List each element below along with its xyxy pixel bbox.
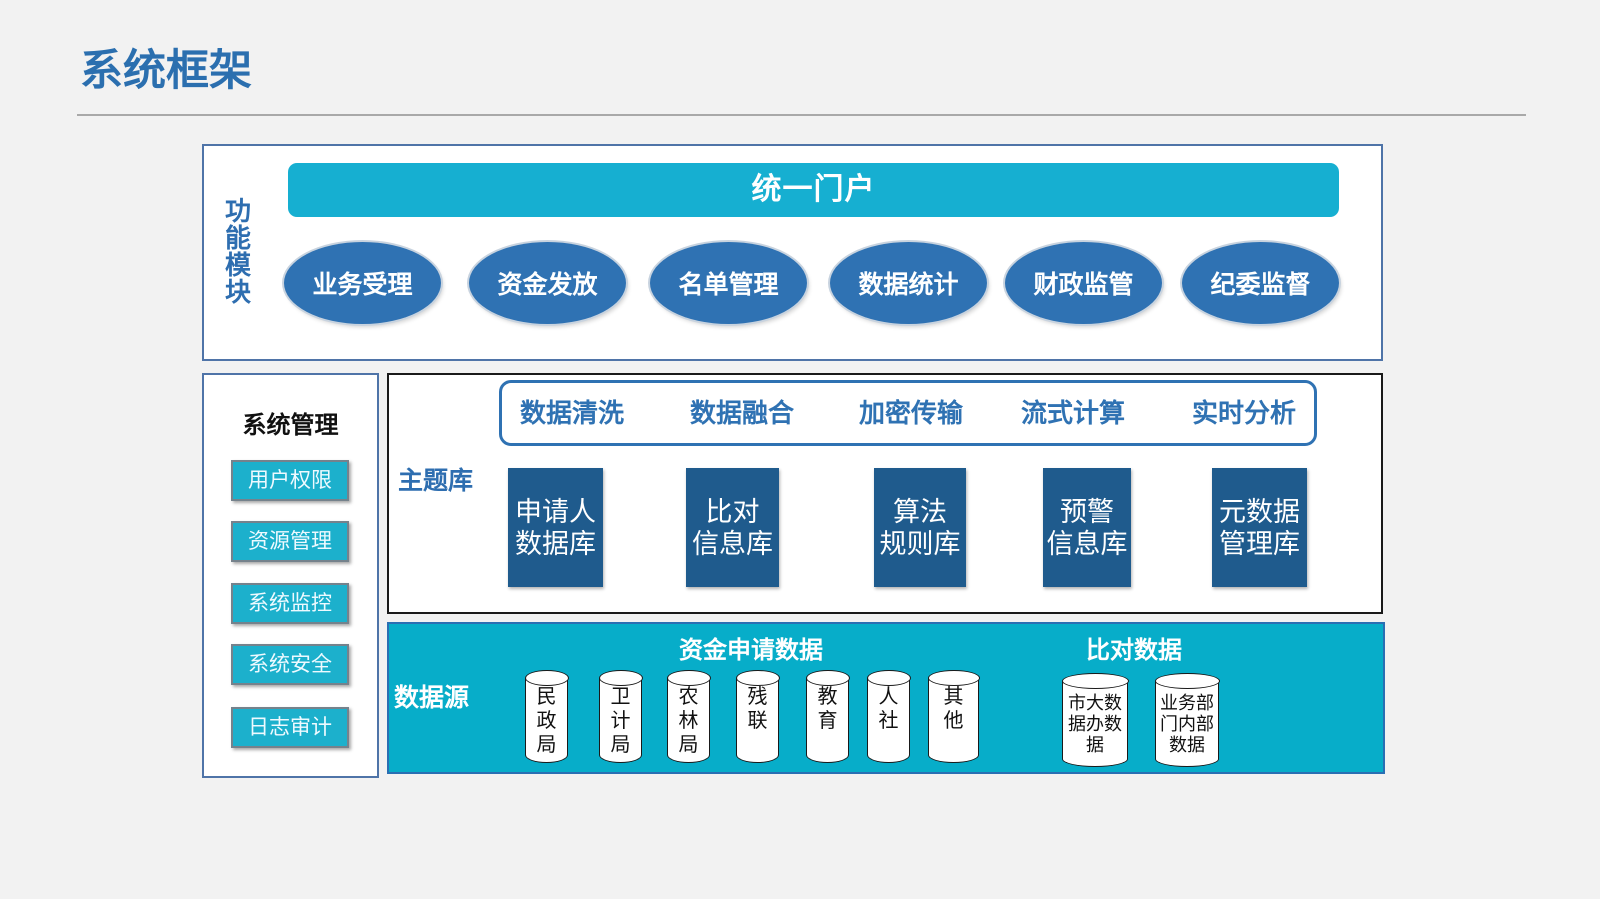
source-label: 民政局: [536, 686, 557, 756]
db-label-line: 算法: [893, 496, 947, 527]
source-label: 人社: [878, 686, 899, 732]
mgmt-item-system-monitoring: 系统监控: [231, 583, 349, 624]
data-source-layer-label: 数据源: [394, 684, 470, 712]
title-divider: [77, 114, 1526, 116]
group-title-comparison: 比对数据: [1086, 637, 1182, 664]
db-label-line: 规则库: [879, 528, 961, 559]
function-layer-label: 功能模块: [224, 196, 251, 307]
page-title: 系统框架: [80, 47, 252, 95]
process-data-fusion: 数据融合: [689, 398, 794, 428]
data-source-layer-box: 数据源 资金申请数据 比对数据 民政局 卫计局 农林局 残联 教育 人社 其他 …: [387, 622, 1385, 774]
db-label-line: 信息库: [1046, 528, 1128, 559]
source-label: 卫计局: [610, 686, 631, 756]
db-applicant: 申请人 数据库: [508, 468, 603, 587]
module-business-acceptance: 业务受理: [284, 242, 441, 324]
module-fund-disbursement: 资金发放: [469, 242, 626, 324]
system-management-title: 系统管理: [242, 412, 339, 439]
process-stream-computing: 流式计算: [1020, 398, 1125, 428]
theme-layer-box: 数据清洗 数据融合 加密传输 流式计算 实时分析 主题库 申请人 数据库 比对 …: [387, 373, 1383, 614]
mgmt-item-resource-management: 资源管理: [231, 521, 349, 562]
module-discipline-supervision: 纪委监督: [1182, 242, 1339, 324]
source-label: 市大数据办数据: [1067, 693, 1122, 755]
source-label: 残联: [747, 686, 768, 732]
module-finance-supervision: 财政监管: [1005, 242, 1162, 324]
processing-bar: 数据清洗 数据融合 加密传输 流式计算 实时分析: [499, 380, 1317, 446]
process-realtime-analysis: 实时分析: [1191, 398, 1296, 428]
source-agriculture-forestry-bureau: 农林局: [666, 670, 711, 763]
source-civil-affairs-bureau: 民政局: [524, 670, 569, 763]
unified-portal-banner: 统一门户: [288, 163, 1339, 217]
source-internal-department-data: 业务部门内部数据: [1154, 673, 1220, 767]
source-label: 教育: [817, 686, 838, 732]
db-metadata-management: 元数据 管理库: [1212, 468, 1307, 587]
db-label-line: 管理库: [1219, 528, 1300, 559]
source-label: 其他: [943, 686, 964, 732]
module-data-statistics: 数据统计: [830, 242, 987, 324]
process-encrypted-transfer: 加密传输: [858, 398, 963, 428]
source-education: 教育: [805, 670, 850, 763]
system-management-panel: 系统管理 用户权限 资源管理 系统监控 系统安全 日志审计: [202, 373, 379, 778]
source-other: 其他: [927, 670, 980, 763]
db-warning-info: 预警 信息库: [1043, 468, 1131, 587]
mgmt-item-user-permissions: 用户权限: [231, 460, 349, 501]
db-label-line: 比对: [705, 496, 760, 527]
db-algorithm-rules: 算法 规则库: [874, 468, 966, 587]
mgmt-item-system-security: 系统安全: [231, 644, 349, 685]
source-label: 业务部门内部数据: [1159, 693, 1214, 755]
db-label-line: 预警: [1060, 496, 1114, 527]
source-health-bureau: 卫计局: [598, 670, 643, 763]
module-list-management: 名单管理: [650, 242, 807, 324]
source-label: 农林局: [678, 686, 699, 756]
process-data-cleansing: 数据清洗: [519, 398, 624, 428]
db-label-line: 申请人: [515, 496, 596, 527]
group-title-fund-application: 资金申请数据: [679, 637, 823, 664]
source-human-resources-social-security: 人社: [866, 670, 911, 763]
mgmt-item-log-audit: 日志审计: [231, 707, 349, 748]
db-comparison-info: 比对 信息库: [686, 468, 779, 587]
source-disabled-federation: 残联: [735, 670, 780, 763]
theme-layer-label: 主题库: [398, 467, 474, 495]
db-label-line: 数据库: [515, 528, 596, 559]
db-label-line: 元数据: [1219, 496, 1300, 527]
function-layer-box: 功能模块 统一门户 业务受理 资金发放 名单管理 数据统计 财政监管 纪委监督: [202, 144, 1383, 361]
source-city-big-data-office: 市大数据办数据: [1061, 673, 1129, 767]
db-label-line: 信息库: [692, 528, 773, 559]
